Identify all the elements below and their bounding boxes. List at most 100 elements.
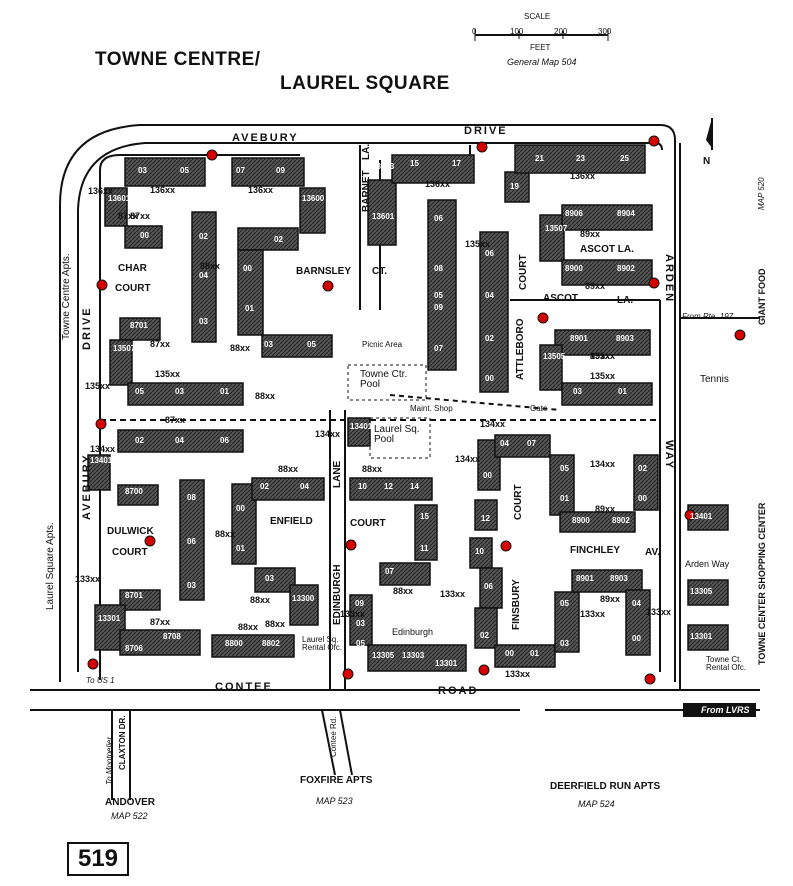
unit-number: 07 — [527, 439, 536, 448]
unit-number: 13600 — [302, 194, 325, 203]
road-finsbury: FINSBURY — [511, 579, 522, 630]
unit-number: 13401 — [350, 422, 373, 431]
unit-number: 8902 — [612, 516, 630, 525]
towne-centre-apts: Towne Centre Apts. — [61, 253, 72, 340]
unit-number: 13507 — [545, 224, 568, 233]
road-char: CHAR — [118, 263, 147, 274]
block-label: 136xx — [248, 185, 274, 195]
unit-number: 13401 — [690, 512, 713, 521]
road-attleboro-court: COURT — [518, 254, 529, 290]
unit-number: 03 — [356, 619, 365, 628]
unit-number: 02 — [485, 334, 494, 343]
block-label: 89xx — [595, 504, 616, 514]
unit-number: 8901 — [570, 334, 588, 343]
unit-number: 02 — [638, 464, 647, 473]
unit-number: 8802 — [262, 639, 280, 648]
scale-label: SCALE — [524, 12, 551, 21]
road-dulwick: DULWICK — [107, 526, 154, 537]
road-avebury-top: AVEBURY — [232, 132, 299, 144]
map-520-ref: MAP 520 — [757, 177, 766, 210]
block-label: 87xx — [118, 211, 139, 221]
unit-number: 06 — [484, 582, 493, 591]
unit-number: 01 — [530, 649, 539, 658]
unit-number: 01 — [245, 304, 254, 313]
unit-number: 14 — [410, 482, 419, 491]
road-lane: LANE — [332, 460, 343, 488]
road-barnsley: BARNSLEY — [296, 266, 352, 277]
unit-number: 06 — [485, 249, 494, 258]
unit-number: 04 — [175, 436, 184, 445]
unit-number: 03 — [560, 639, 569, 648]
unit-number: 02 — [135, 436, 144, 445]
block-label: 89xx — [585, 281, 606, 291]
block-label: 88xx — [250, 595, 271, 605]
block-label: 89xx — [580, 229, 601, 239]
road-claxton: CLAXTON DR. — [118, 715, 127, 770]
unit-number: 05 — [356, 639, 365, 648]
unit-number: 04 — [500, 439, 509, 448]
block-label: 133xx — [75, 574, 101, 584]
unit-number: 06 — [434, 214, 443, 223]
road-arden: ARDEN — [663, 254, 675, 304]
block-label: 88xx — [230, 343, 251, 353]
road-ascot: ASCOT — [543, 293, 578, 304]
unit-number: 17 — [452, 159, 461, 168]
gate: Gate — [530, 404, 548, 413]
road-road: ROAD — [438, 685, 479, 697]
from-lvrs-arrow: From LVRS — [683, 703, 756, 717]
block-label: 89xx — [590, 351, 611, 361]
block-label: 135xx — [85, 381, 111, 391]
road-char-court: COURT — [115, 283, 151, 294]
neighbor-andover: ANDOVER — [105, 797, 156, 808]
giant-food: GIANT FOOD — [757, 268, 767, 326]
unit-number: 08 — [434, 264, 443, 273]
unit-number: 07 — [385, 567, 394, 576]
unit-number: 21 — [535, 154, 544, 163]
unit-number: 8902 — [617, 264, 635, 273]
unit-number: 09 — [434, 303, 443, 312]
block-label: 133xx — [646, 607, 672, 617]
unit-number: 8900 — [572, 516, 590, 525]
block-label: 134xx — [590, 459, 616, 469]
scale-bar — [474, 29, 609, 41]
block-label: 133xx — [340, 609, 366, 619]
block-label: 134xx — [315, 429, 341, 439]
unit-number: 03 — [138, 166, 147, 175]
unit-number: 19 — [510, 182, 519, 191]
block-label: 88xx — [265, 619, 286, 629]
unit-number: 8903 — [616, 334, 634, 343]
page-number: 519 — [67, 842, 129, 876]
tennis: Tennis — [700, 374, 729, 385]
block-label: 134xx — [455, 454, 481, 464]
unit-number: 13505 — [543, 352, 566, 361]
unit-number: 13601 — [372, 212, 395, 221]
unit-number: 03 — [199, 317, 208, 326]
unit-number: 15 — [410, 159, 419, 168]
unit-number: 00 — [236, 504, 245, 513]
block-label: 136xx — [570, 171, 596, 181]
road-contee: CONTEE — [215, 681, 273, 693]
laurel-rental-office: Laurel Sq. Rental Ofc. — [302, 635, 343, 652]
scale-unit: FEET — [530, 43, 551, 52]
unit-number: 08 — [187, 493, 196, 502]
unit-number: 13301 — [435, 659, 458, 668]
unit-number: 13305 — [690, 587, 713, 596]
unit-number: 25 — [620, 154, 629, 163]
unit-number: 8903 — [610, 574, 628, 583]
unit-number: 05 — [135, 387, 144, 396]
unit-number: 06 — [187, 537, 196, 546]
unit-number: 12 — [481, 514, 490, 523]
block-label: 135xx — [465, 239, 491, 249]
block-label: 88xx — [200, 261, 221, 271]
unit-number: 13401 — [90, 456, 113, 465]
road-arden-way: Arden Way — [685, 559, 730, 569]
road-finsbury-court: COURT — [513, 484, 524, 520]
neighbor-andover-map: MAP 522 — [111, 811, 148, 821]
north-label: N — [703, 156, 711, 167]
unit-number: 06 — [220, 436, 229, 445]
block-label: 88xx — [215, 529, 236, 539]
location-dots — [87, 135, 746, 685]
unit-number: 09 — [276, 166, 285, 175]
block-label: 88xx — [238, 622, 259, 632]
block-label: 136xx — [88, 186, 114, 196]
